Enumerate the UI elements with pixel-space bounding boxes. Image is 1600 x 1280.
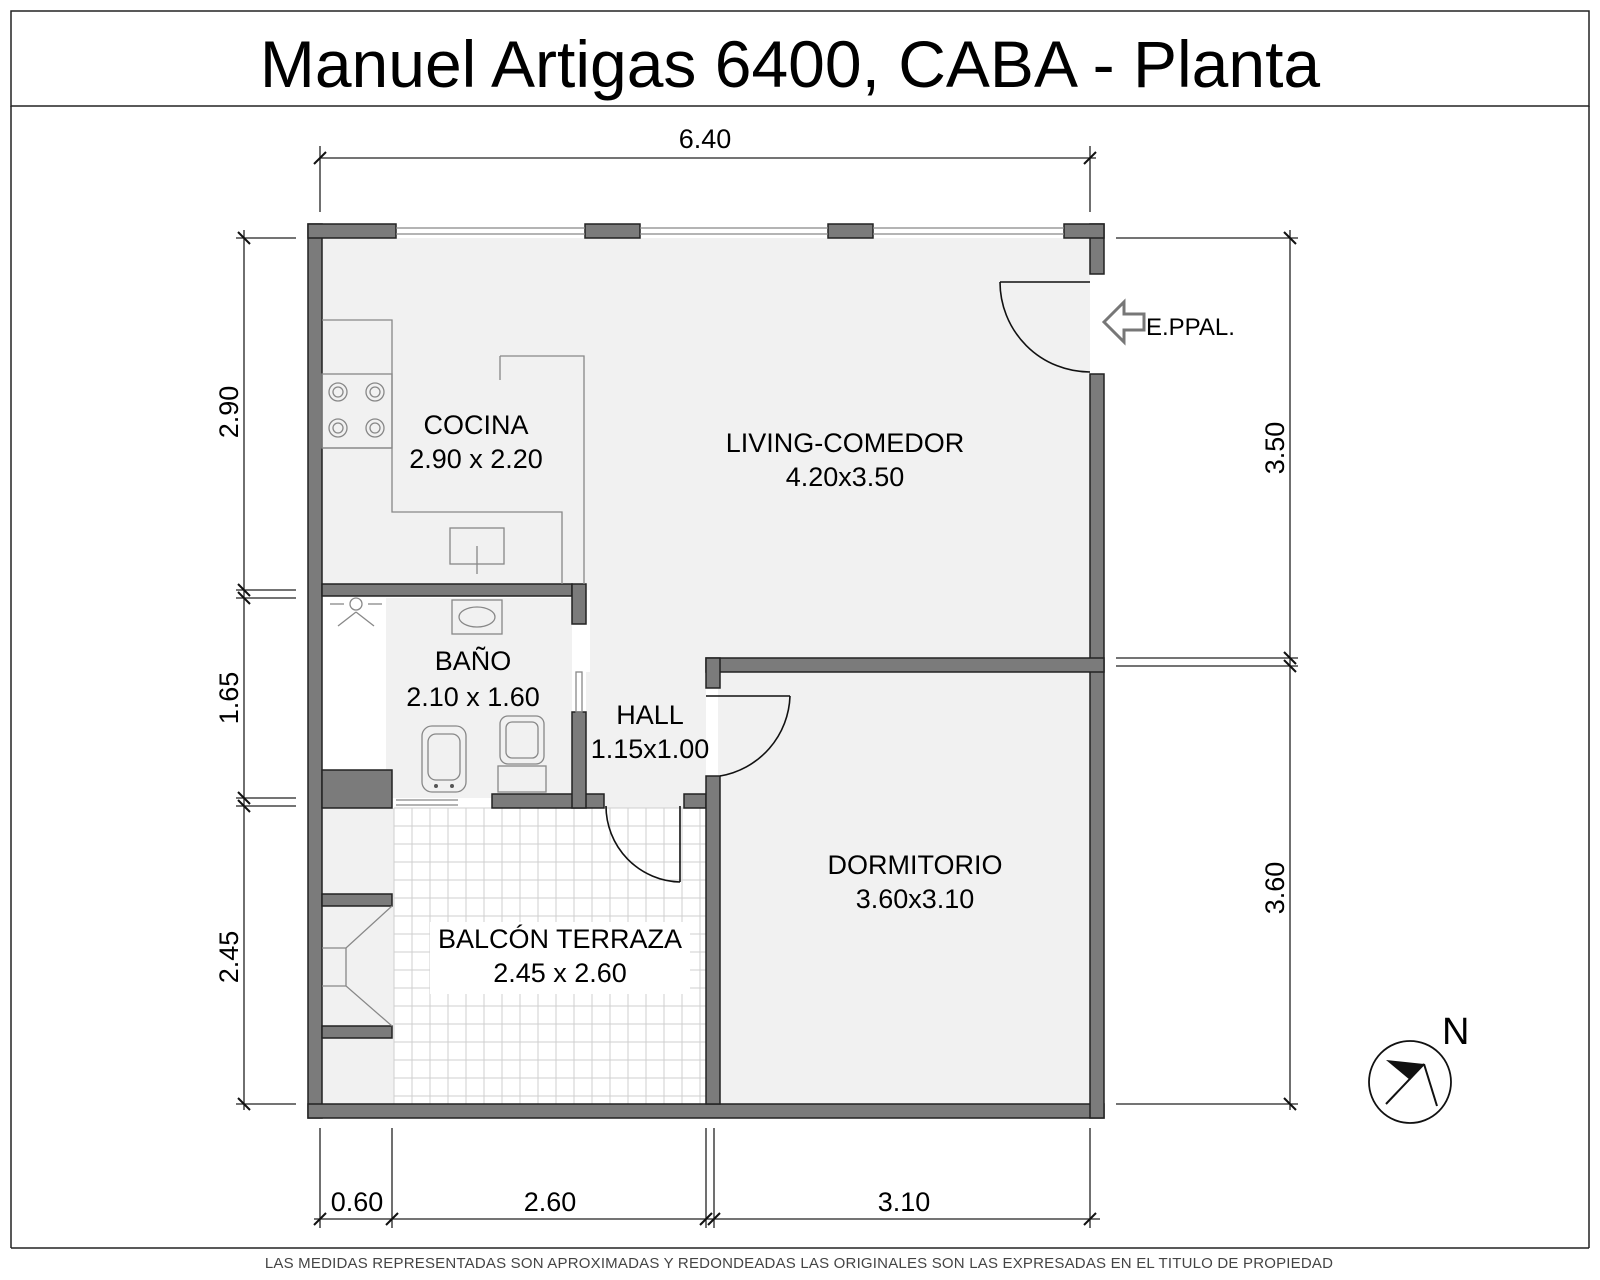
bidet-icon [421, 725, 467, 793]
entrance-door [999, 281, 1091, 373]
kitchen-sink-icon [449, 527, 505, 574]
living-name: LIVING-COMEDOR [726, 428, 965, 458]
dim-right-top: 3.50 [1260, 422, 1290, 475]
balcony-grill-icon [322, 905, 393, 1027]
dormitorio-size: 3.60x3.10 [856, 884, 975, 914]
dim-bottom-2: 2.60 [524, 1187, 577, 1217]
dim-left-mid: 1.65 [214, 672, 244, 725]
room-labels: COCINA 2.90 x 2.20 LIVING-COMEDOR 4.20x3… [406, 410, 1003, 994]
dimension-labels: 6.40 2.90 1.65 2.45 3.50 3.60 0.60 2.60 … [214, 124, 1290, 1217]
hall-name: HALL [616, 700, 684, 730]
balcony-door [605, 805, 681, 883]
dormitorio-name: DORMITORIO [828, 850, 1003, 880]
entrance-label: E.PPAL. [1146, 314, 1235, 341]
dim-bottom-3: 3.10 [878, 1187, 931, 1217]
floor-areas [320, 238, 1090, 1104]
north-compass-icon [1368, 1040, 1452, 1124]
cocina-size: 2.90 x 2.20 [409, 444, 543, 474]
balcon-name: BALCÓN TERRAZA [438, 923, 682, 954]
bano-name: BAÑO [435, 645, 512, 676]
toilet-icon [497, 715, 547, 793]
north-label: N [1442, 1011, 1469, 1053]
bano-size: 2.10 x 1.60 [406, 682, 540, 712]
title-frame [10, 10, 1590, 1249]
dimension-lines [236, 146, 1298, 1228]
entrance-arrow-icon [1101, 298, 1146, 346]
living-size: 4.20x3.50 [786, 462, 905, 492]
bathroom-sink-icon [451, 599, 503, 635]
dim-bottom-1: 0.60 [331, 1187, 384, 1217]
footer-note: LAS MEDIDAS REPRESENTADAS SON APROXIMADA… [265, 1255, 1333, 1272]
walls [307, 223, 1105, 1119]
cocina-name: COCINA [423, 410, 528, 440]
balcon-size: 2.45 x 2.60 [493, 958, 627, 988]
dim-top: 6.40 [679, 124, 732, 154]
page-title: Manuel Artigas 6400, CABA - Planta [260, 27, 1321, 101]
hall-size: 1.15x1.00 [591, 734, 710, 764]
stove-icon [321, 373, 393, 449]
bedroom-door [706, 695, 791, 777]
dim-left-bottom: 2.45 [214, 931, 244, 984]
dim-left-top: 2.90 [214, 386, 244, 439]
bathroom-door [575, 671, 583, 713]
shower-icon [330, 597, 382, 627]
dim-right-bottom: 3.60 [1260, 862, 1290, 915]
top-windows [396, 227, 1064, 806]
